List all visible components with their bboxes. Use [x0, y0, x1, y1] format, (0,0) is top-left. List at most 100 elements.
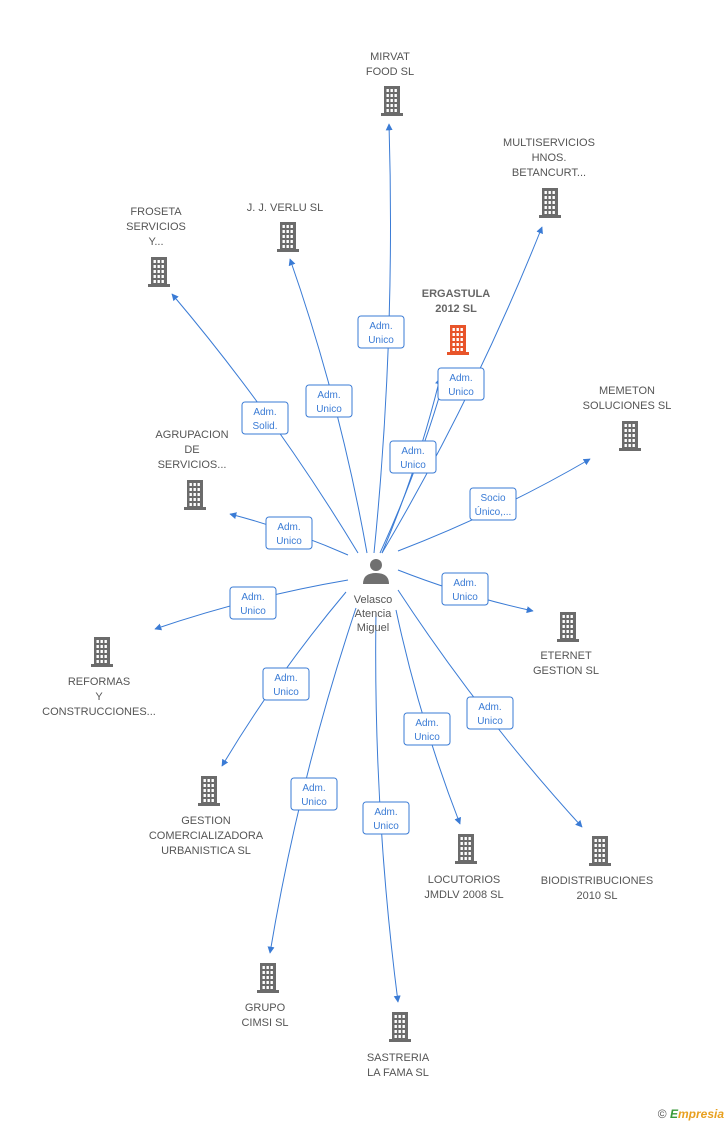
- edge-label-text: Adm.: [241, 592, 264, 603]
- company-label-line: FROSETA: [130, 206, 182, 218]
- role-badge-locutorios[interactable]: Adm.Unico: [403, 712, 451, 746]
- role-badge-sastreria[interactable]: Adm.Unico: [362, 801, 410, 835]
- company-label-line: MIRVAT: [370, 51, 410, 63]
- company-label-line: 2010 SL: [577, 890, 618, 902]
- edge-label-text: Unico: [301, 797, 327, 808]
- company-label-jjverlu[interactable]: J. J. VERLU SL: [247, 202, 323, 214]
- company-icon-reformas[interactable]: [91, 637, 113, 667]
- person-icon[interactable]: [363, 559, 389, 584]
- company-label-sastreria[interactable]: SASTRERIA LA FAMA SL: [367, 1052, 430, 1079]
- edge-label-text: Adm.: [449, 373, 472, 384]
- company-icon-memeton[interactable]: [619, 421, 641, 451]
- company-label-line: Y: [95, 691, 103, 703]
- company-label-reformas[interactable]: REFORMASYCONSTRUCCIONES...: [42, 676, 156, 718]
- role-badge-froseta[interactable]: Adm. Solid.: [241, 401, 289, 435]
- brand-logo[interactable]: Empresia: [669, 1107, 724, 1121]
- edge-label-text: Unico: [368, 335, 394, 346]
- edge-label-text: Unico: [273, 687, 299, 698]
- edge-label-text: Adm.: [317, 390, 340, 401]
- role-badge-memeton[interactable]: SocioÚnico,...: [469, 487, 517, 521]
- company-icon-grupocimsi[interactable]: [257, 963, 279, 993]
- edge-label-text: Adm.: [401, 446, 424, 457]
- company-label-line: DE: [184, 444, 199, 456]
- company-label-agrupacion[interactable]: AGRUPACION DE SERVICIOS...: [155, 429, 228, 471]
- company-icon-gestion[interactable]: [198, 776, 220, 806]
- company-label-line: AGRUPACION: [155, 429, 228, 441]
- company-label-line: REFORMAS: [68, 676, 130, 688]
- edge-label-text: Adm.: [415, 718, 438, 729]
- company-label-line: J. J. VERLU SL: [247, 202, 323, 214]
- edge-label-text: Unico: [448, 387, 474, 398]
- company-label-line: BETANCURT...: [512, 167, 586, 179]
- company-icon-froseta[interactable]: [148, 257, 170, 287]
- edge-label-text: Unico: [276, 536, 302, 547]
- edge-label-text: Unico: [452, 592, 478, 603]
- edge-label-text: Adm.: [369, 321, 392, 332]
- edge-label-text: Adm.: [453, 578, 476, 589]
- company-label-grupocimsi[interactable]: GRUPO CIMSI SL: [241, 1002, 288, 1029]
- edge-label-text: Adm.: [253, 407, 276, 418]
- company-label-multiservicios[interactable]: MULTISERVICIOSHNOS.BETANCURT...: [503, 137, 595, 179]
- edge-label-text: Socio: [480, 493, 505, 504]
- role-badge-ergastula[interactable]: Adm. Unico: [437, 367, 485, 401]
- edge-label-text: Solid.: [252, 421, 277, 432]
- company-label-line: JMDLV 2008 SL: [424, 889, 503, 901]
- company-label-line: BIODISTRIBUCIONES: [541, 875, 653, 887]
- edge-label-text: Unico: [240, 606, 266, 617]
- company-label-line: SOLUCIONES SL: [583, 400, 672, 412]
- role-badge-agrupacion[interactable]: Adm. Unico: [265, 516, 313, 550]
- company-icon-mirvat[interactable]: [381, 86, 403, 116]
- copyright-credit: © Empresia: [658, 1107, 724, 1121]
- company-icon-multiservicios[interactable]: [539, 188, 561, 218]
- company-label-mirvat[interactable]: MIRVAT FOOD SL: [366, 51, 414, 78]
- company-label-line: CIMSI SL: [241, 1017, 288, 1029]
- company-label-line: HNOS.: [532, 152, 567, 164]
- person-name-line: Velasco: [354, 594, 393, 606]
- company-icon-biodistribuciones[interactable]: [589, 836, 611, 866]
- edge-label-text: Unico: [400, 460, 426, 471]
- company-label-line: LA FAMA SL: [367, 1067, 429, 1079]
- company-label-biodistribuciones[interactable]: BIODISTRIBUCIONES 2010 SL: [541, 875, 653, 902]
- role-badge-eternet[interactable]: Adm. Unico: [441, 572, 489, 606]
- company-icon-ergastula[interactable]: [447, 325, 469, 355]
- company-icon-sastreria[interactable]: [389, 1012, 411, 1042]
- edge-label-text: Unico: [477, 716, 503, 727]
- company-label-line: URBANISTICA SL: [161, 845, 251, 857]
- company-label-froseta[interactable]: FROSETASERVICIOSY...: [126, 206, 186, 248]
- edge-label-text: Adm.: [302, 783, 325, 794]
- edge-label-text: Adm.: [478, 702, 501, 713]
- company-icon-locutorios[interactable]: [455, 834, 477, 864]
- company-label-line: ERGASTULA: [422, 288, 491, 300]
- role-badge-mirvat[interactable]: Adm. Unico: [357, 315, 405, 349]
- copyright-symbol: ©: [657, 1107, 667, 1121]
- company-label-line: SERVICIOS...: [158, 459, 227, 471]
- role-badge-jjverlu[interactable]: Adm.Unico: [305, 384, 353, 418]
- edge-label-text: Único,...: [475, 505, 512, 518]
- company-label-line: SERVICIOS: [126, 221, 186, 233]
- edge-labels-layer: Adm.UnicoAdm.UnicoAdm.Solid.Adm.UnicoSoc…: [229, 315, 517, 835]
- company-label-line: MEMETON: [599, 385, 655, 397]
- role-badge-grupocimsi[interactable]: Adm. Unico: [290, 777, 338, 811]
- company-label-line: SASTRERIA: [367, 1052, 430, 1064]
- company-label-memeton[interactable]: MEMETON SOLUCIONES SL: [583, 385, 672, 412]
- company-label-line: GRUPO: [245, 1002, 286, 1014]
- edge-label-text: Adm.: [277, 522, 300, 533]
- role-badge-extra-ergastula[interactable]: Adm. Unico: [389, 440, 437, 474]
- edge-label-text: Adm.: [274, 673, 297, 684]
- edge-label-text: Adm.: [374, 807, 397, 818]
- role-badge-gestion[interactable]: Adm. Unico: [262, 667, 310, 701]
- company-label-line: GESTION SL: [533, 665, 599, 677]
- company-icon-agrupacion[interactable]: [184, 480, 206, 510]
- company-icon-eternet[interactable]: [557, 612, 579, 642]
- role-badge-biodistribuciones[interactable]: Adm. Unico: [466, 696, 514, 730]
- company-label-line: FOOD SL: [366, 66, 414, 78]
- company-icon-jjverlu[interactable]: [277, 222, 299, 252]
- role-badge-reformas[interactable]: Adm. Unico: [229, 586, 277, 620]
